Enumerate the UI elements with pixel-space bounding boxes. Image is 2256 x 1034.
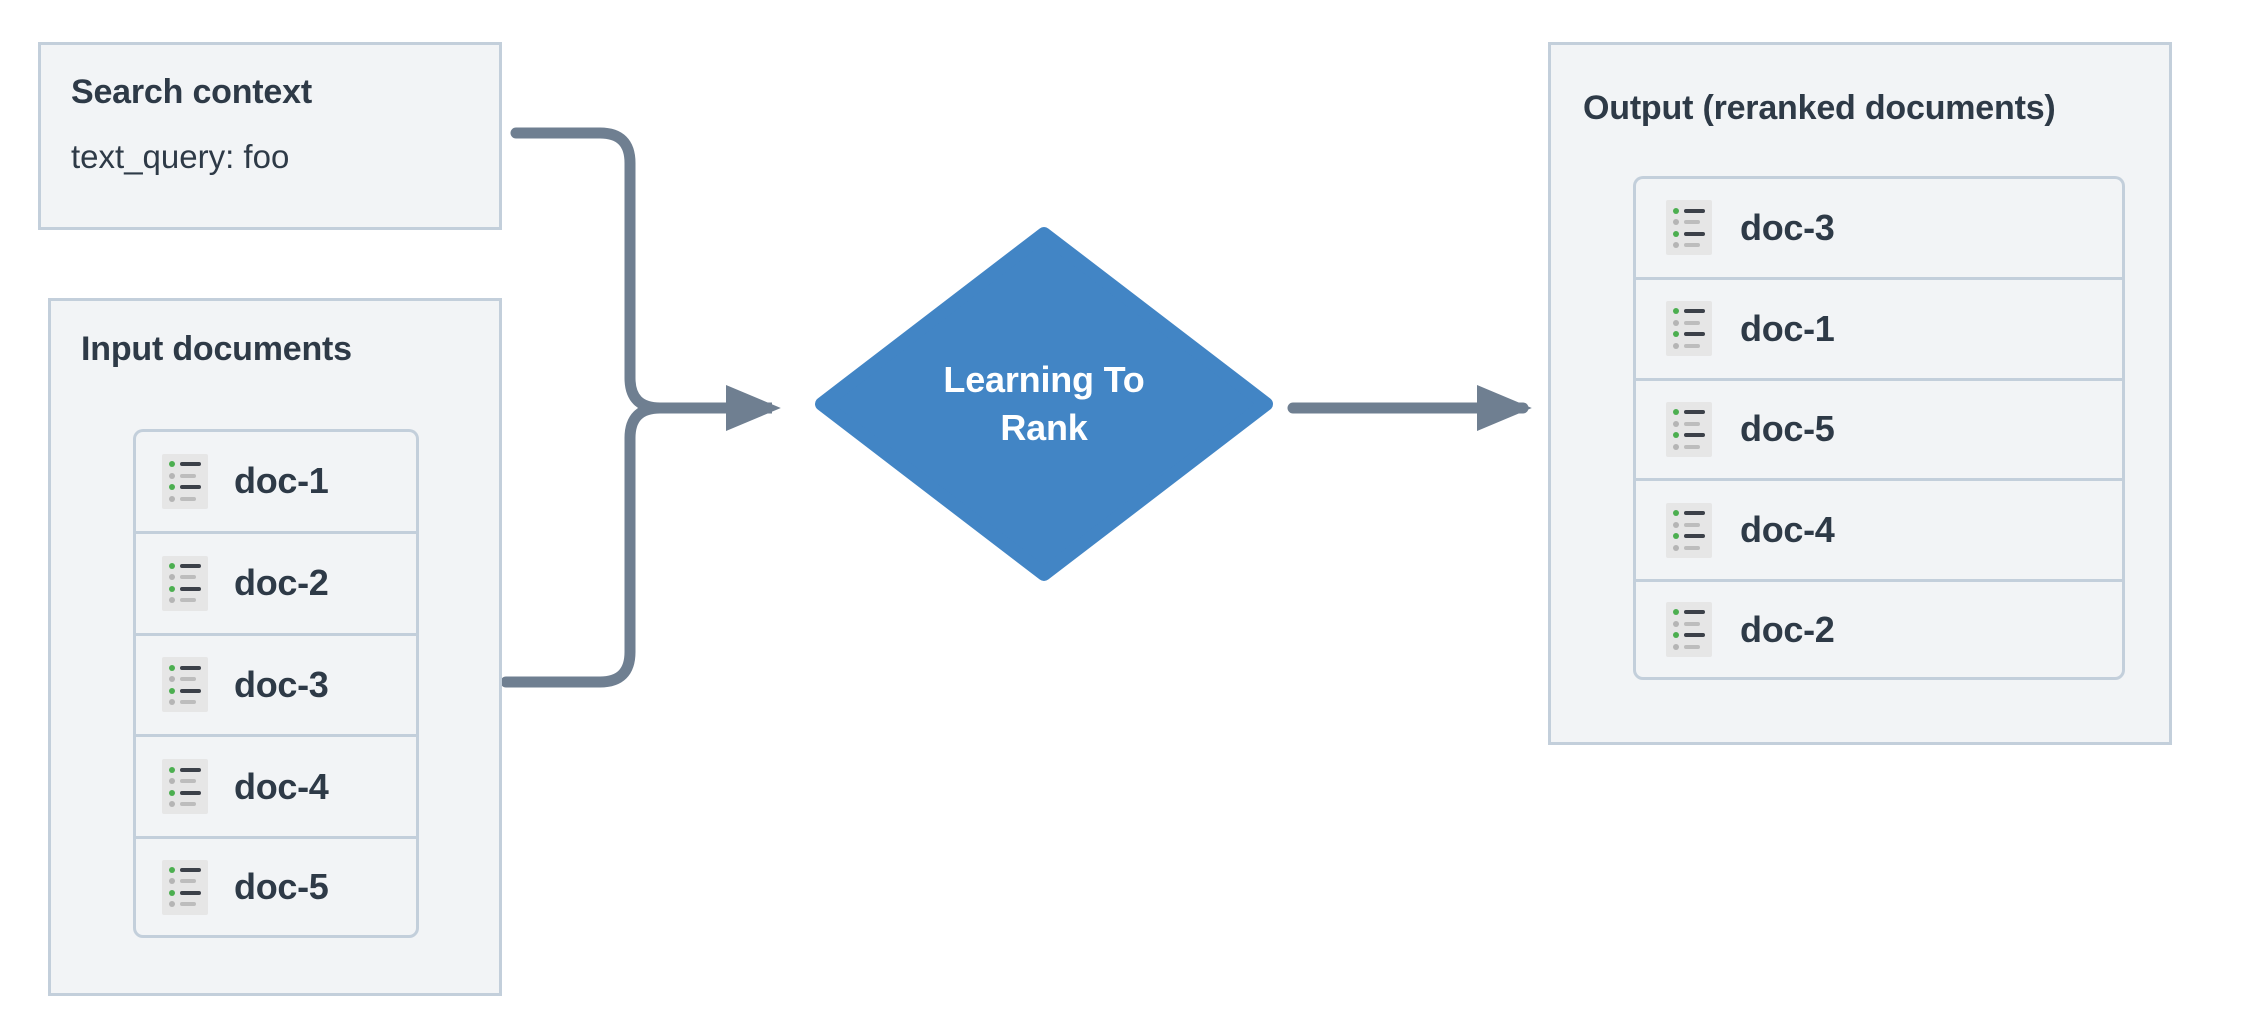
document-list-icon [162,859,208,915]
document-list-icon [1666,301,1712,357]
list-item-label: doc-5 [1740,408,1835,450]
input-documents-list: doc-1 doc-2 doc-3 [133,429,419,938]
connector-search-to-ltr [510,127,696,414]
search-context-title: Search context [71,73,312,111]
list-item[interactable]: doc-5 [1633,377,2125,479]
list-item-label: doc-1 [234,460,329,502]
connector-inputs-to-ltr [500,402,696,688]
input-documents-title: Input documents [81,330,352,368]
list-item-label: doc-4 [234,765,329,807]
document-list-icon [162,759,208,815]
list-item-label: doc-2 [1740,608,1835,650]
list-item[interactable]: doc-3 [133,632,419,735]
learning-to-rank-node[interactable]: Learning To Rank [815,227,1273,581]
document-list-icon [1666,401,1712,457]
output-panel: Output (reranked documents) doc-3 [1548,42,2172,745]
document-list-icon [162,657,208,713]
output-title: Output (reranked documents) [1583,89,2056,127]
search-context-panel: Search context text_query: foo [38,42,502,230]
document-list-icon [162,555,208,611]
list-item[interactable]: doc-2 [1633,579,2125,680]
output-documents-list: doc-3 doc-1 doc-5 [1633,176,2125,680]
list-item-label: doc-4 [1740,509,1835,551]
list-item-label: doc-3 [234,663,329,705]
list-item[interactable]: doc-2 [133,530,419,633]
list-item-label: doc-1 [1740,307,1835,349]
list-item[interactable]: doc-5 [133,836,419,938]
input-documents-panel: Input documents doc-1 doc-2 [48,298,502,996]
list-item[interactable]: doc-1 [1633,276,2125,378]
list-item-label: doc-2 [234,562,329,604]
document-list-icon [1666,602,1712,658]
list-item-label: doc-3 [1740,206,1835,248]
document-list-icon [162,453,208,509]
search-context-text-query: text_query: foo [71,138,290,175]
list-item-label: doc-5 [234,866,329,908]
document-list-icon [1666,200,1712,256]
list-item[interactable]: doc-3 [1633,176,2125,277]
list-item[interactable]: doc-4 [133,734,419,837]
list-item[interactable]: doc-1 [133,429,419,531]
list-item[interactable]: doc-4 [1633,478,2125,580]
document-list-icon [1666,502,1712,558]
diamond-shape [815,227,1273,581]
